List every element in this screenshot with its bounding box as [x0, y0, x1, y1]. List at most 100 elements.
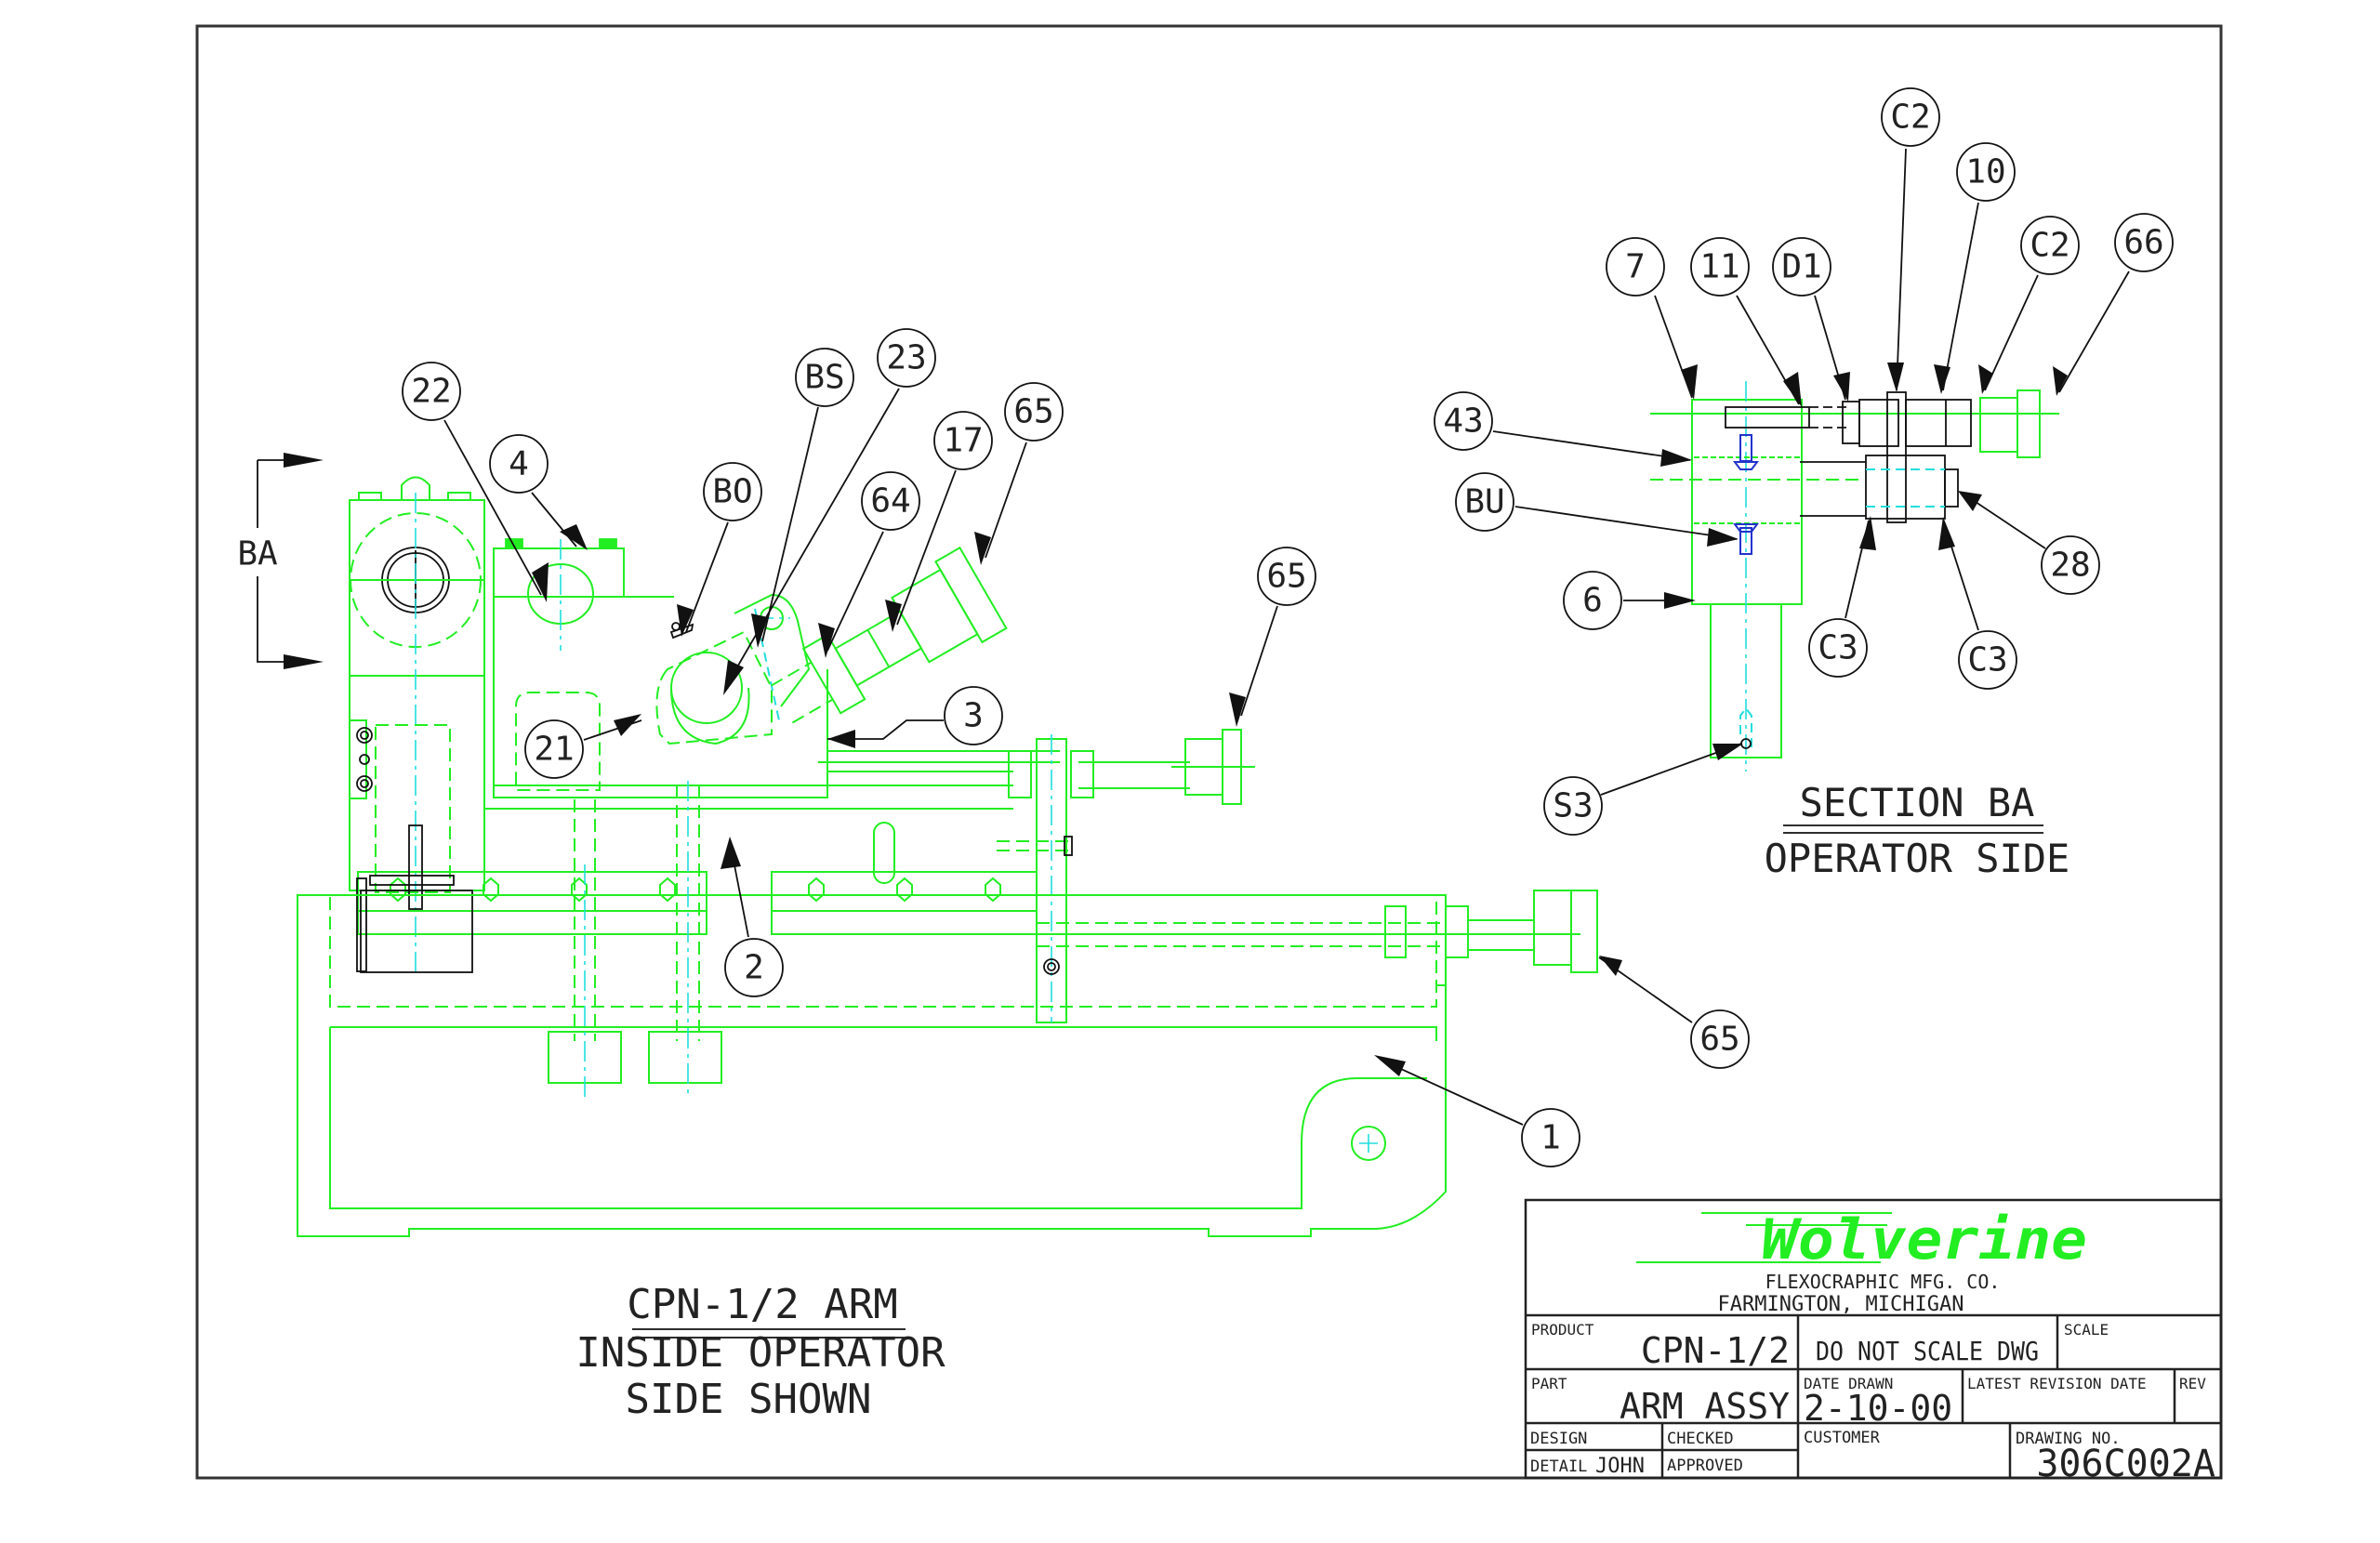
balloon-circle	[2020, 216, 2080, 275]
company-logo: Wolverine	[1636, 1207, 2087, 1273]
balloon-label: BU	[1464, 483, 1504, 521]
latest-revision-label: LATEST REVISION DATE	[1967, 1375, 2147, 1392]
balloon-circle	[1521, 1108, 1580, 1167]
balloon-label: C3	[1967, 641, 2007, 679]
item-balloon-c3: C3	[1808, 618, 1868, 678]
main-caption-title: CPN-1/2 ARM	[627, 1281, 897, 1328]
approved-label: APPROVED	[1667, 1457, 1743, 1475]
balloon-circle	[2041, 535, 2100, 595]
section-caption-title: SECTION BA	[1800, 780, 2035, 825]
bearing-block	[349, 476, 485, 976]
balloon-label: BS	[804, 359, 844, 397]
balloon-circle	[1958, 630, 2017, 690]
design-label: DESIGN	[1530, 1430, 1587, 1448]
mounting-screws	[548, 781, 722, 1097]
date-drawn-label: DATE DRAWN	[1804, 1375, 1893, 1392]
balloon-label: D1	[1781, 248, 1821, 286]
balloon-label: 23	[886, 339, 926, 377]
balloon-label: 3	[963, 697, 984, 735]
balloon-label: 7	[1625, 248, 1646, 286]
balloon-label: 65	[1013, 393, 1053, 431]
balloon-circle	[1257, 547, 1316, 606]
balloon-label: S3	[1553, 787, 1593, 825]
balloon-circle	[1808, 618, 1868, 678]
balloon-label: 17	[943, 422, 983, 460]
balloon-circle	[877, 328, 936, 388]
part-label: PART	[1531, 1375, 1567, 1392]
balloon-label: C2	[2030, 227, 2069, 265]
balloon-circle	[1455, 472, 1514, 532]
balloon-label: C3	[1818, 629, 1858, 667]
balloon-circle	[1543, 776, 1603, 836]
detail-label: DETAIL	[1530, 1457, 1587, 1476]
drawing-no-value: 306C002A	[2036, 1443, 2215, 1485]
main-view-caption: CPN-1/2 ARM INSIDE OPERATOR SIDE SHOWN	[575, 1281, 945, 1423]
item-balloon-11: 11	[1690, 237, 1750, 297]
balloon-circle	[724, 938, 784, 997]
balloon-label: 10	[1965, 153, 2005, 191]
detail-value: JOHN	[1595, 1455, 1645, 1478]
item-balloon-2: 2	[724, 938, 784, 997]
balloon-label: 64	[870, 482, 910, 521]
item-balloon-43: 43	[1434, 391, 1493, 451]
item-balloon-bo: BO	[703, 462, 762, 521]
balloon-circle	[1606, 237, 1665, 297]
product-label: PRODUCT	[1531, 1321, 1594, 1339]
item-balloon-65: 65	[1690, 1009, 1750, 1069]
item-balloon-6: 6	[1563, 571, 1622, 630]
item-balloon-28: 28	[2041, 535, 2100, 595]
title-block: Wolverine FLEXOCRAPHIC MFG. CO. FARMINGT…	[1524, 1198, 2223, 1485]
item-balloon-64: 64	[861, 471, 920, 531]
balloon-label: 11	[1699, 248, 1739, 286]
date-drawn-value: 2-10-00	[1804, 1388, 1952, 1429]
balloon-circle	[944, 686, 1003, 745]
balloon-label: 28	[2050, 547, 2090, 585]
section-view-leaders	[1492, 148, 2130, 796]
main-view-leaders	[443, 388, 1693, 1126]
company-location: FARMINGTON, MICHIGAN	[1718, 1293, 1964, 1316]
balloon-label: 4	[509, 445, 529, 483]
product-value: CPN-1/2	[1641, 1330, 1790, 1371]
drawing-no-label: DRAWING NO.	[2016, 1430, 2121, 1448]
sheet-border	[195, 24, 2223, 1480]
angled-handle	[770, 546, 1008, 724]
part-value: ARM ASSY	[1620, 1386, 1790, 1427]
item-balloon-3: 3	[944, 686, 1003, 745]
balloon-circle	[703, 462, 762, 521]
section-cut-marker: BA	[237, 453, 324, 669]
balloon-circle	[1881, 87, 1940, 147]
item-balloon-23: 23	[877, 328, 936, 388]
balloon-label: 66	[2123, 224, 2163, 262]
balloon-label: C2	[1890, 99, 1930, 137]
balloon-circle	[1956, 142, 2016, 202]
balloon-circle	[2114, 213, 2174, 272]
item-balloon-bu: BU	[1455, 472, 1514, 532]
company-logo-text: Wolverine	[1762, 1207, 2087, 1273]
item-balloon-10: 10	[1956, 142, 2016, 202]
item-balloon-17: 17	[933, 411, 993, 470]
balloon-label: 1	[1540, 1119, 1561, 1157]
item-balloon-4: 4	[489, 434, 549, 494]
balloon-label: 6	[1582, 582, 1603, 620]
customer-label: CUSTOMER	[1804, 1429, 1881, 1447]
balloon-label: 65	[1266, 558, 1306, 596]
balloon-circle	[489, 434, 549, 494]
balloon-circle	[1772, 237, 1831, 297]
item-balloon-c2: C2	[2020, 216, 2080, 275]
do-not-scale-note: DO NOT SCALE DWG	[1816, 1336, 2039, 1366]
base-frame	[297, 781, 1598, 1237]
balloon-circle	[861, 471, 920, 531]
section-view: SECTION BA OPERATOR SIDE	[1492, 148, 2130, 881]
balloon-circle	[1690, 237, 1750, 297]
section-marker-label: BA	[237, 535, 278, 574]
item-balloon-d1: D1	[1772, 237, 1831, 297]
balloon-circle	[1690, 1009, 1750, 1069]
main-view: BA	[237, 388, 1693, 1423]
balloon-circle	[524, 719, 584, 779]
balloon-circle	[1434, 391, 1493, 451]
item-balloon-1: 1	[1521, 1108, 1580, 1167]
item-balloon-22: 22	[402, 362, 461, 421]
